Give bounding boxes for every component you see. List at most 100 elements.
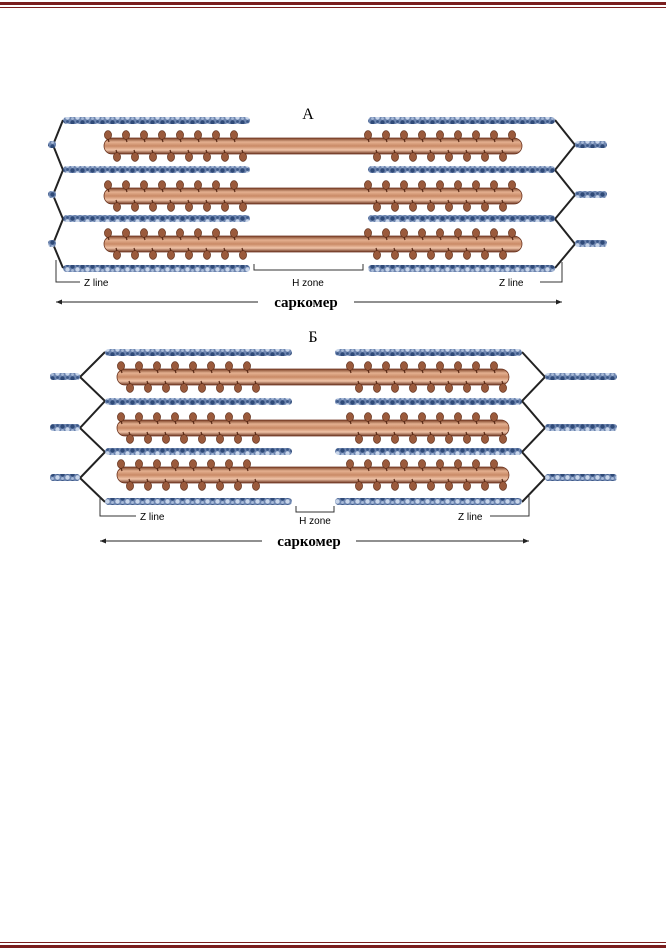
myosin-head xyxy=(198,435,205,444)
myosin-head xyxy=(171,362,178,371)
myosin-head xyxy=(216,482,223,491)
h-zone-label: H zone xyxy=(292,278,324,289)
myosin-head xyxy=(391,435,398,444)
myosin-head xyxy=(391,203,398,212)
myosin-head xyxy=(418,413,425,422)
myosin-head xyxy=(499,251,506,260)
myosin-head xyxy=(135,362,142,371)
myosin-head xyxy=(481,153,488,162)
myosin-head xyxy=(436,460,443,469)
myosin-head xyxy=(203,153,210,162)
arrowhead-right xyxy=(523,539,529,544)
myosin-head xyxy=(194,181,201,190)
myosin-head xyxy=(167,203,174,212)
myosin-head xyxy=(445,203,452,212)
myosin-head xyxy=(373,435,380,444)
myosin-head xyxy=(243,362,250,371)
myosin-head xyxy=(185,153,192,162)
myosin-head xyxy=(472,181,479,190)
actin-filament xyxy=(368,166,555,173)
myosin-head xyxy=(373,384,380,393)
sarcomere-label: саркомер xyxy=(274,295,338,311)
myosin-head xyxy=(373,203,380,212)
myosin-head xyxy=(490,181,497,190)
myosin-head xyxy=(400,362,407,371)
myosin-head xyxy=(391,384,398,393)
myosin-head xyxy=(373,251,380,260)
myosin-head xyxy=(481,482,488,491)
myosin-head xyxy=(113,203,120,212)
myosin-head xyxy=(445,435,452,444)
myosin-head xyxy=(499,153,506,162)
z-line-label-left: Z line xyxy=(140,512,165,523)
actin-filament-stub xyxy=(48,240,56,247)
z-line-label-left: Z line xyxy=(84,278,109,289)
myosin-head xyxy=(176,181,183,190)
myosin-head xyxy=(427,203,434,212)
arrowhead-right xyxy=(556,300,562,305)
myosin-head xyxy=(135,460,142,469)
myosin-head xyxy=(355,482,362,491)
myosin-head xyxy=(117,413,124,422)
myosin-head xyxy=(153,362,160,371)
myosin-head xyxy=(171,413,178,422)
myosin-head xyxy=(185,251,192,260)
actin-filament-stub xyxy=(575,141,607,148)
z-line-right xyxy=(522,352,545,502)
myosin-head xyxy=(508,229,515,238)
myosin-head xyxy=(499,482,506,491)
myosin-head xyxy=(149,203,156,212)
myosin-head xyxy=(409,153,416,162)
myosin-head xyxy=(234,384,241,393)
myosin-head xyxy=(144,435,151,444)
actin-filament-stub xyxy=(545,424,617,431)
myosin-head xyxy=(499,203,506,212)
myosin-head xyxy=(454,229,461,238)
myosin-head xyxy=(149,251,156,260)
myosin-head xyxy=(490,131,497,140)
actin-filament xyxy=(105,398,292,405)
myosin-head xyxy=(391,482,398,491)
myosin-head xyxy=(364,413,371,422)
panel-a-title: А xyxy=(302,106,314,123)
actin-filament xyxy=(105,349,292,356)
bottom-border-thick xyxy=(0,945,666,948)
myosin-head xyxy=(436,362,443,371)
z-line-label-right: Z line xyxy=(458,512,483,523)
myosin-head xyxy=(463,153,470,162)
myosin-head xyxy=(122,181,129,190)
actin-filament-stub xyxy=(575,240,607,247)
myosin-head xyxy=(346,460,353,469)
myosin-head xyxy=(131,251,138,260)
myosin-head xyxy=(355,384,362,393)
myosin-head xyxy=(149,153,156,162)
myosin-head xyxy=(481,251,488,260)
myosin-head xyxy=(243,460,250,469)
myosin-head xyxy=(243,413,250,422)
myosin-head xyxy=(409,384,416,393)
myosin-head xyxy=(481,203,488,212)
myosin-head xyxy=(463,482,470,491)
myosin-head xyxy=(189,413,196,422)
myosin-head xyxy=(346,413,353,422)
myosin-head xyxy=(400,229,407,238)
panel-b-title: Б xyxy=(308,329,317,346)
myosin-head xyxy=(499,435,506,444)
myosin-head xyxy=(454,460,461,469)
myosin-head xyxy=(364,181,371,190)
myosin-head xyxy=(400,131,407,140)
myosin-head xyxy=(445,153,452,162)
myosin-head xyxy=(382,413,389,422)
actin-filament-stub xyxy=(48,191,56,198)
myosin-head xyxy=(230,131,237,140)
myosin-head xyxy=(180,482,187,491)
actin-filament xyxy=(335,398,522,405)
myosin-head xyxy=(185,203,192,212)
myosin-head xyxy=(382,362,389,371)
myosin-head xyxy=(180,435,187,444)
myosin-head xyxy=(508,181,515,190)
myosin-head xyxy=(158,229,165,238)
myosin-head xyxy=(216,435,223,444)
myosin-head xyxy=(499,384,506,393)
myosin-head xyxy=(427,482,434,491)
